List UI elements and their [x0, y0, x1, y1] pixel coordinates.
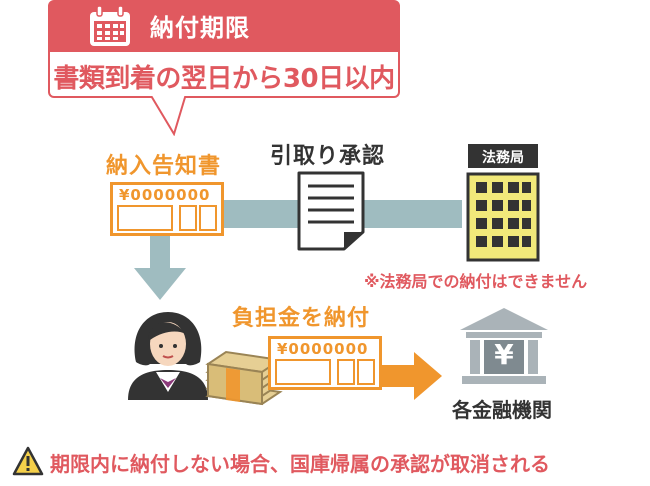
notice-code: ¥0000000 — [119, 186, 211, 204]
warning-text: 期限内に納付しない場合、国庫帰属の承認が取消される — [50, 452, 550, 476]
callout-pointer — [148, 94, 188, 136]
calendar-icon — [90, 6, 130, 46]
deadline-title: 納付期限 — [150, 14, 250, 42]
bank-yen-glyph: ¥ — [494, 338, 514, 371]
payment-slip — [268, 336, 382, 390]
money-stack-icon — [205, 350, 283, 406]
payment-arrow — [380, 352, 442, 400]
down-arrow — [134, 234, 186, 300]
payment-label: 負担金を納付 — [232, 306, 371, 331]
deadline-callout-body — [48, 52, 400, 98]
deadline-text: 書類到着の翌日から30日以内 — [53, 64, 395, 94]
bureau-plate: 法務局 — [482, 150, 524, 166]
document-icon — [297, 171, 365, 251]
warning-icon — [12, 446, 44, 476]
payment-code: ¥0000000 — [277, 340, 369, 358]
bureau-note: ※法務局での納付はできません — [364, 272, 588, 291]
bureau-building-icon — [466, 144, 540, 262]
notice-label: 納入告知書 — [106, 154, 222, 179]
person-icon — [128, 312, 208, 400]
notice-document — [110, 182, 224, 236]
withdraw-label: 引取り承認 — [270, 144, 386, 169]
bank-icon — [460, 308, 548, 384]
bank-label: 各金融機関 — [452, 398, 552, 422]
